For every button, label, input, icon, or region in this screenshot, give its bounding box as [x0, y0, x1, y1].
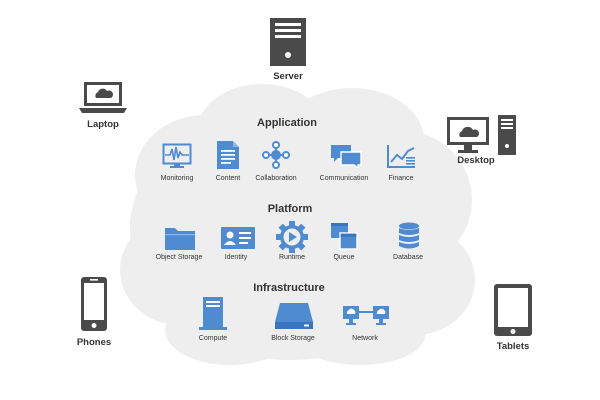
- trend-chart-icon: [387, 145, 415, 168]
- hard-drive-icon: [275, 303, 313, 329]
- device-label-tablets: Tablets: [496, 341, 530, 352]
- id-card-icon: [221, 227, 255, 249]
- server-icon: [270, 18, 306, 66]
- service-label-communication: Communication: [319, 175, 369, 182]
- service-label-queue: Queue: [333, 254, 355, 261]
- folder-icon: [165, 228, 195, 250]
- networked-monitors-icon: [343, 306, 389, 325]
- section-title-platform: Platform: [267, 203, 313, 215]
- laptop-icon: [79, 82, 127, 113]
- tablet-icon: [494, 284, 532, 336]
- service-label-compute: Compute: [198, 335, 228, 342]
- service-label-database: Database: [393, 254, 423, 261]
- service-label-network: Network: [352, 335, 378, 342]
- device-label-laptop: Laptop: [87, 119, 119, 130]
- service-label-collaboration: Collaboration: [255, 175, 297, 182]
- database-icon: [399, 222, 419, 249]
- desktop-icon: [447, 115, 516, 155]
- device-label-server: Server: [273, 71, 303, 82]
- section-title-infrastructure: Infrastructure: [253, 282, 325, 294]
- server-tower-icon: [199, 297, 227, 330]
- service-label-runtime: Runtime: [278, 254, 306, 261]
- stacked-windows-icon: [331, 223, 358, 250]
- service-label-block-storage: Block Storage: [271, 335, 315, 342]
- collaboration-hub-icon: [262, 141, 290, 169]
- service-label-identity: Identity: [224, 254, 248, 261]
- service-label-finance: Finance: [388, 175, 414, 182]
- document-icon: [217, 141, 239, 169]
- chat-bubbles-icon: [331, 145, 362, 168]
- device-label-phones: Phones: [76, 337, 112, 348]
- service-label-content: Content: [215, 175, 241, 182]
- service-label-monitoring: Monitoring: [160, 175, 194, 182]
- phone-icon: [81, 277, 107, 331]
- service-label-object-storage: Object Storage: [155, 254, 203, 261]
- device-label-desktop: Desktop: [457, 155, 495, 166]
- monitoring-icon: [162, 143, 192, 168]
- gear-play-icon: [276, 221, 308, 253]
- section-title-application: Application: [257, 117, 317, 129]
